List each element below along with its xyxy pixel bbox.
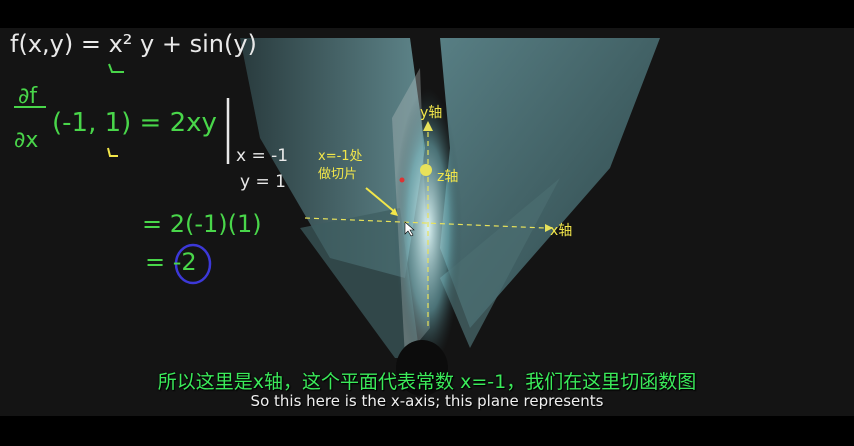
slice-note-line2: 做切片 [318,167,358,182]
evaluation-point: (-1, 1) = 2xy [52,108,217,138]
z-axis-marker [420,164,432,176]
x-axis-line [304,217,546,229]
slice-annotation-arrowhead [390,208,398,216]
subtitle-chinese: 所以这里是x轴，这个平面代表常数 x=-1，我们在这里切函数图 [157,371,697,393]
condition-x: x = -1 [236,146,289,166]
video-player[interactable]: f(x,y) = x² y + sin(y) ∂f ∂x (-1, 1) = 2… [0,28,854,416]
answer-circle [174,243,212,285]
calculation-step-2: = -2 [145,248,197,276]
y-axis-arrow [423,121,433,131]
surface-lower-v [300,208,420,358]
partial-denominator: ∂x [14,128,39,153]
slice-annotation-arrow [365,187,397,214]
calculation-step-1: = 2(-1)(1) [142,210,262,238]
fraction-bar [14,106,46,108]
point-marker [399,177,405,183]
surface-highlight [394,88,462,368]
y-axis-label: y轴 [420,105,443,121]
z-axis-label: z轴 [437,169,459,185]
underline-mark [108,63,124,73]
cursor-icon [404,221,415,237]
underline-mark-2 [107,147,118,157]
surface-bottom-dome [396,340,448,396]
subtitle-english: So this here is the x-axis; this plane r… [250,392,604,410]
surface-lower-right [440,178,560,348]
slice-note-line1: x=-1处 [318,149,363,164]
3d-graph-scene [107,38,660,396]
condition-y: y = 1 [240,172,286,192]
x-axis-arrow [545,224,553,232]
partial-numerator: ∂f [18,84,38,109]
function-definition: f(x,y) = x² y + sin(y) [10,30,257,58]
x-axis-label: x轴 [550,223,573,239]
